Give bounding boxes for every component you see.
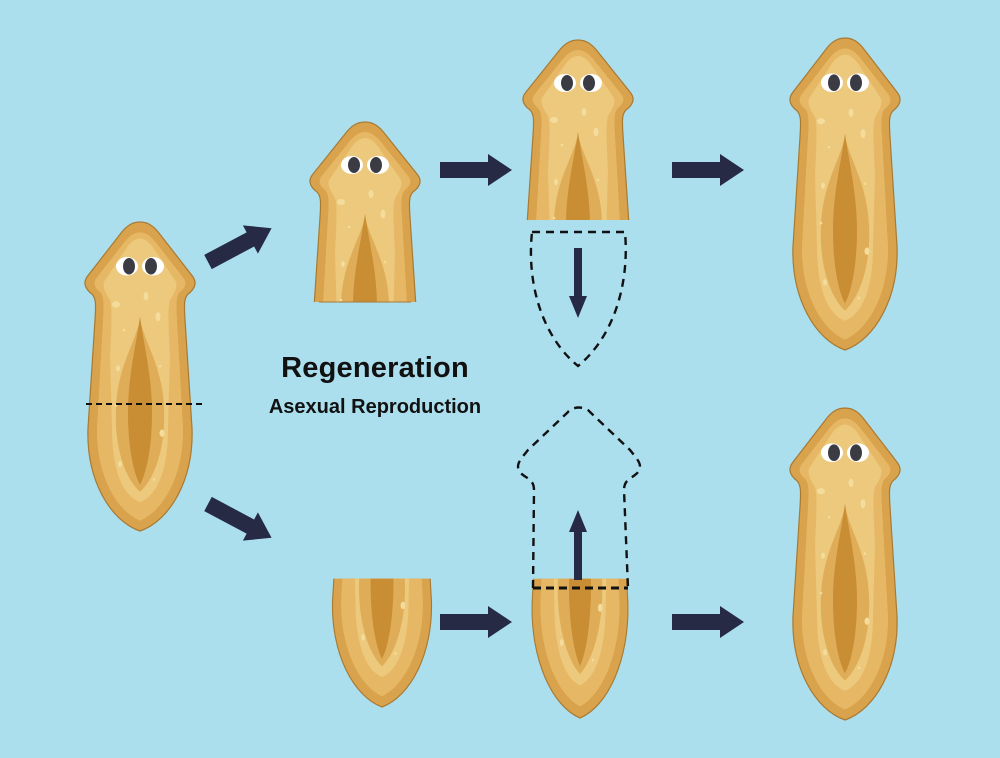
figure-subtitle: Asexual Reproduction [268,396,482,418]
arrow-head-step-1 [440,154,512,186]
regrowth-outline-tail [529,230,627,368]
growth-arrow-up [569,510,587,580]
planarian-original [84,221,196,532]
arrow-to-head-fragment [200,214,280,277]
arrow-tail-step-1 [440,606,512,638]
planarian-tail-fragment [329,578,435,708]
figure-title: Regeneration [281,352,469,384]
arrow-tail-step-2 [672,606,744,638]
planarian-head-fragment [309,121,421,303]
regrowth-outline-head [516,406,642,589]
arrow-head-step-2 [672,154,744,186]
growth-arrow-down [569,248,587,318]
planarian-regenerated-from-head [789,37,901,351]
planarian-regenerated-from-tail [789,407,901,721]
arrow-to-tail-fragment [200,489,280,552]
